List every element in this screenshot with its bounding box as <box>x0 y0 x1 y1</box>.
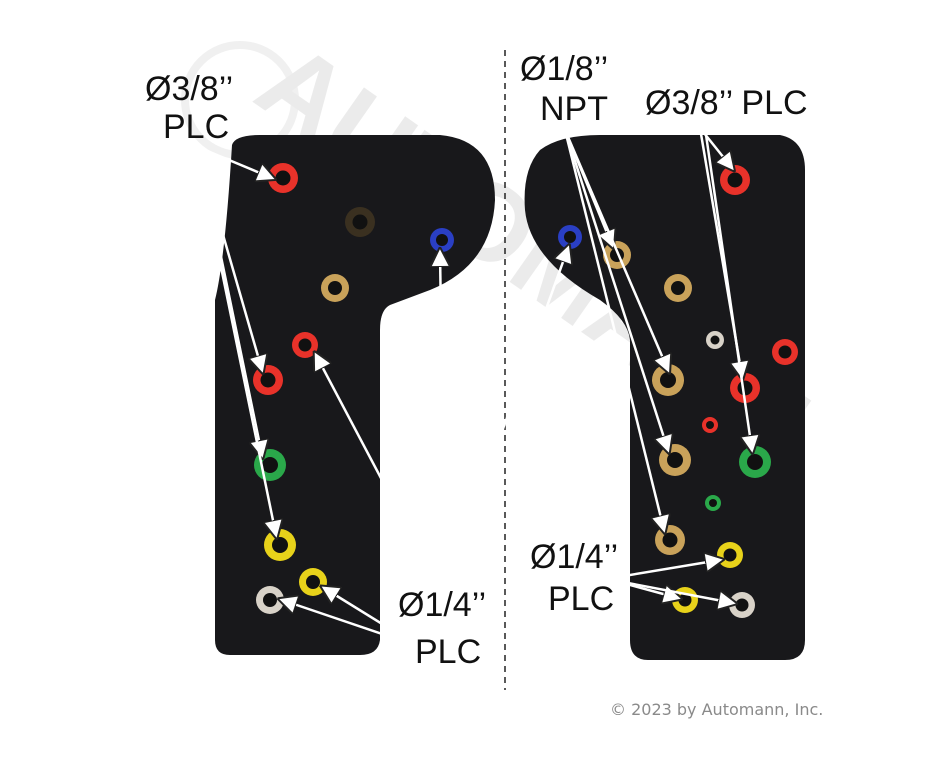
arrows <box>196 127 752 642</box>
fitting-bore <box>328 281 342 295</box>
copyright: © 2023 by Automann, Inc. <box>610 700 824 719</box>
fitting-bore <box>723 548 737 562</box>
fitting-bore <box>564 231 576 243</box>
fitting-bore <box>747 454 763 470</box>
fitting-bore <box>275 170 291 186</box>
fitting-bore <box>298 338 312 352</box>
right-valve-plate <box>524 135 805 660</box>
label-left-3-8-type: PLC <box>163 108 230 146</box>
fitting-bore <box>727 172 743 188</box>
fitting-bore <box>436 234 448 246</box>
label-right-1-4-type: PLC <box>548 580 615 618</box>
fitting-bore <box>706 421 714 429</box>
fitting-bore <box>260 372 276 388</box>
fitting-bore <box>737 380 753 396</box>
fitting-bore <box>263 593 277 607</box>
fitting-bore <box>671 281 685 295</box>
fitting-bore <box>272 537 288 553</box>
label-right-1-4-size: Ø1/4’’ <box>530 538 619 576</box>
label-npt-size: Ø1/8’’ <box>520 50 609 88</box>
fitting-bore <box>735 598 749 612</box>
fitting-bore <box>778 345 792 359</box>
label-center-1-4-type: PLC <box>415 633 482 671</box>
fitting-bore <box>262 457 278 473</box>
fitting-bore <box>662 532 678 548</box>
fitting-bore <box>660 372 676 388</box>
fitting-bore <box>667 452 683 468</box>
label-right-3-8-plc: Ø3/8’’ PLC <box>645 84 808 122</box>
label-npt-type: NPT <box>540 90 608 128</box>
fitting-bore <box>352 214 368 230</box>
fitting-bore <box>306 575 320 589</box>
label-left-3-8-size: Ø3/8’’ <box>145 70 234 108</box>
label-center-1-4-size: Ø1/4’’ <box>398 586 487 624</box>
left-valve-plate <box>215 135 495 655</box>
fitting-bore <box>710 335 720 345</box>
fitting-bore <box>709 499 717 507</box>
